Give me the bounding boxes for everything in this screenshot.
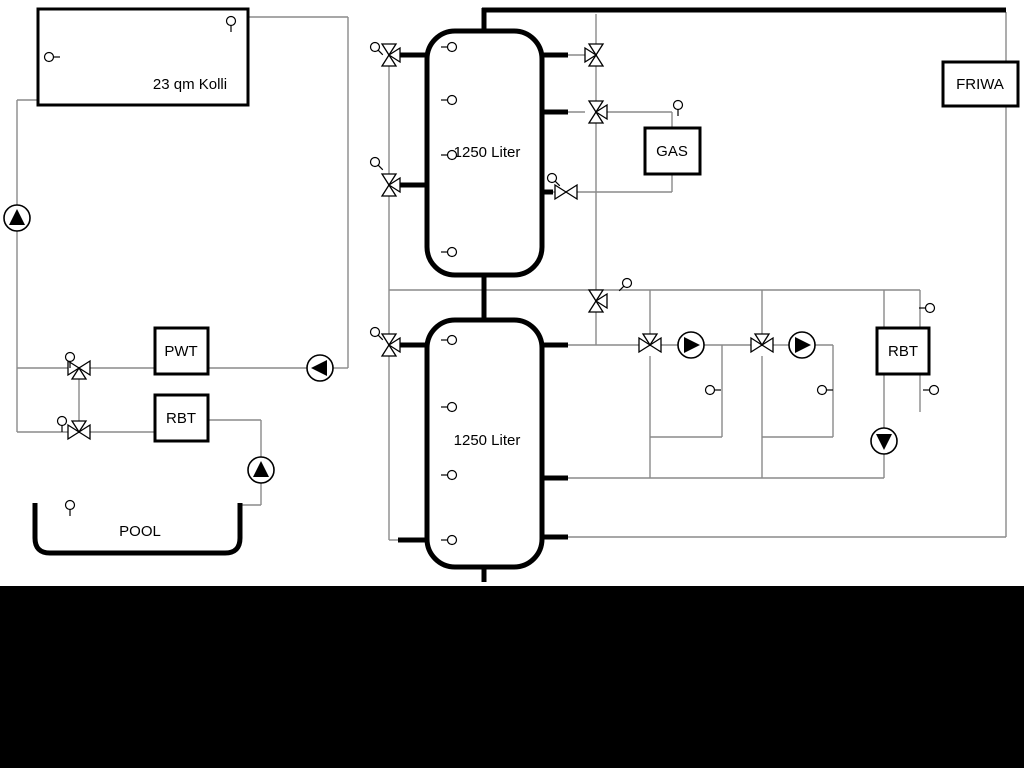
temperature-sensor-icon <box>64 499 76 517</box>
buffer-tank-bottom-label: 1250 Liter <box>454 432 521 449</box>
temperature-sensor-icon <box>56 415 68 433</box>
buffer-tank-top-label: 1250 Liter <box>454 144 521 161</box>
rbt-right-label: RBT <box>888 343 918 360</box>
pwt-label: PWT <box>164 343 197 360</box>
temperature-sensor-icon <box>368 155 387 174</box>
three-way-valve-icon <box>68 421 90 439</box>
buffer-tank-top: 1250 Liter <box>424 28 545 278</box>
temperature-sensor-icon <box>615 276 634 295</box>
three-way-valve-icon <box>68 361 90 379</box>
pool-basin: POOL <box>32 503 243 556</box>
pump-icon <box>788 331 816 359</box>
pump-icon <box>677 331 705 359</box>
diagram-canvas: POOL 1250 Liter 1250 Liter 23 qm Kolli G… <box>0 0 1024 586</box>
temperature-sensor-icon <box>368 40 387 59</box>
rbt-right-box: RBT <box>875 326 931 376</box>
temperature-sensor-icon <box>545 171 564 190</box>
letterbox <box>0 586 1024 768</box>
pump-icon <box>3 204 31 232</box>
three-way-valve-icon <box>639 334 661 352</box>
gas-boiler-outline <box>643 126 702 176</box>
three-way-valve-icon <box>751 334 773 352</box>
three-way-valve-icon <box>589 290 607 312</box>
rbt-left-label: RBT <box>166 410 196 427</box>
pump-icon <box>247 456 275 484</box>
collector-outline <box>36 7 250 107</box>
gas-boiler-label: GAS <box>656 143 688 160</box>
hydraulic-schematic: POOL 1250 Liter 1250 Liter 23 qm Kolli G… <box>3 7 1020 582</box>
pipe-network <box>16 12 1007 541</box>
temperature-sensor-icon <box>918 302 936 314</box>
temperature-sensor-icon <box>816 384 834 396</box>
pump-icon <box>306 354 334 382</box>
three-way-valve-icon <box>589 101 607 123</box>
pwt-outline <box>153 326 210 376</box>
three-way-valve-icon <box>585 44 603 66</box>
collector-box: 23 qm Kolli <box>36 7 250 107</box>
friwa-label: FRIWA <box>956 76 1004 93</box>
friwa-box: FRIWA <box>941 60 1020 108</box>
friwa-outline <box>941 60 1020 108</box>
three-way-valve-icon <box>382 174 400 196</box>
rbt-left-outline <box>153 393 210 443</box>
three-way-valve-icon <box>382 44 400 66</box>
pump-icon <box>870 427 898 455</box>
temperature-sensor-icon <box>672 99 684 117</box>
collector-label: 23 qm Kolli <box>153 76 227 93</box>
pool-label: POOL <box>119 523 161 540</box>
temperature-sensor-icon <box>704 384 722 396</box>
rbt-right-outline <box>875 326 931 376</box>
valve-icon <box>555 185 577 199</box>
rbt-left-box: RBT <box>153 393 210 443</box>
three-way-valve-icon <box>382 334 400 356</box>
temperature-sensor-icon <box>922 384 940 396</box>
buffer-tank-bottom-outline <box>424 317 545 570</box>
buffer-tank-top-outline <box>424 28 545 278</box>
gas-boiler-box: GAS <box>643 126 702 176</box>
pwt-box: PWT <box>153 326 210 376</box>
buffer-tank-bottom: 1250 Liter <box>424 317 545 570</box>
